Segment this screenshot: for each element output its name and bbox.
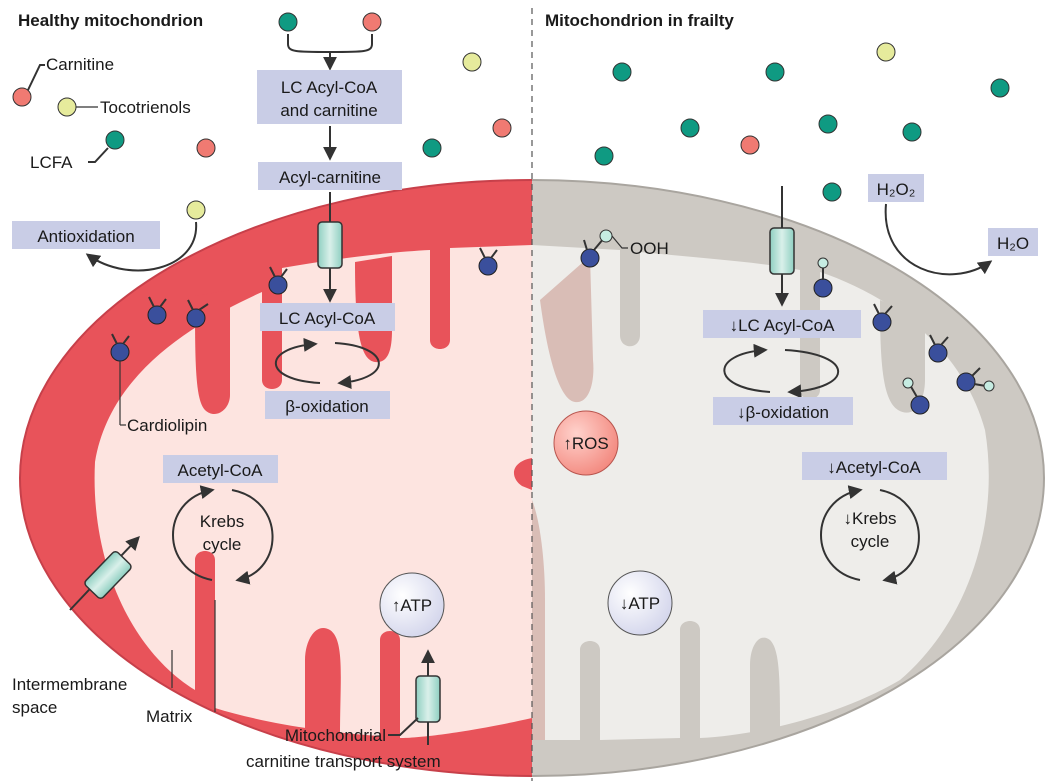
box-lc-acyl-coa [260,303,395,331]
label-lc-acyl-coa-top: LC Acyl-CoA [281,78,378,97]
box-h2o2 [868,174,924,202]
label-antioxidation: Antioxidation [37,227,134,246]
box-acyl-carnitine [258,162,402,190]
right-molecules [594,42,1010,202]
oxidized-cardiolipin-ooh [580,229,628,268]
label-acyl-carnitine: Acyl-carnitine [279,168,381,187]
box-decreased-acetyl-coa [802,452,947,480]
transport-channel-bottom [415,675,441,723]
label-decreased-lc-acyl-coa: ↓LC Acyl-CoA [730,316,836,335]
label-decreased-beta-oxidation: ↓β-oxidation [737,403,829,422]
legend-carnitine: Carnitine [46,55,114,74]
label-intermembrane: Intermembrane [12,675,127,694]
label-h2o2: H₂O₂ [877,180,916,199]
transport-channel-top-left [317,221,343,269]
ros-bubble [553,410,619,476]
lcfa-icon [105,130,125,150]
label-krebs-cycle: cycle [203,535,242,554]
label-decreased-acetyl-coa: ↓Acetyl-CoA [827,458,921,477]
label-mitochondrial: Mitochondrial [285,726,386,745]
label-atp-up: ↑ATP [392,596,432,615]
box-decreased-beta-oxidation [713,397,853,425]
box-acetyl-coa [163,455,278,483]
cardiolipin-cluster-right [813,257,995,415]
label-and-carnitine: and carnitine [280,101,377,120]
label-ooh: OOH [630,239,669,258]
label-lc-acyl-coa: LC Acyl-CoA [279,309,376,328]
title-frailty: Mitochondrion in frailty [545,11,734,30]
transport-channel-top-right [769,227,795,275]
label-matrix: Matrix [146,707,193,726]
transport-channel-side-left [84,551,132,599]
label-space: space [12,698,57,717]
box-decreased-lc-acyl-coa [703,310,861,338]
label-acetyl-coa: Acetyl-CoA [177,461,263,480]
box-lc-acyl-coa-and-carnitine [257,70,402,124]
label-beta-oxidation: β-oxidation [285,397,369,416]
title-healthy: Healthy mitochondrion [18,11,203,30]
label-atp-down: ↓ATP [620,594,660,613]
legend-lcfa: LCFA [30,153,73,172]
label-cardiolipin: Cardiolipin [127,416,207,435]
legend-tocotrienols: Tocotrienols [100,98,191,117]
cardiolipin-cluster-left [110,247,498,362]
label-ros: ↑ROS [563,434,608,453]
legend: Carnitine Tocotrienols LCFA [12,55,191,172]
carnitine-icon [12,87,32,107]
atp-bubble-left [379,572,445,638]
box-beta-oxidation [265,391,390,419]
tocotrienol-icon [57,97,77,117]
box-antioxidation [12,221,160,249]
label-decreased-krebs-cycle: cycle [851,532,890,551]
box-h2o [988,228,1038,256]
label-decreased-krebs: ↓Krebs [844,509,897,528]
left-molecules [186,12,512,220]
label-h2o: H₂O [997,234,1029,253]
atp-bubble-right [607,570,673,636]
label-krebs: Krebs [200,512,244,531]
label-carnitine-transport-system: carnitine transport system [246,752,441,771]
